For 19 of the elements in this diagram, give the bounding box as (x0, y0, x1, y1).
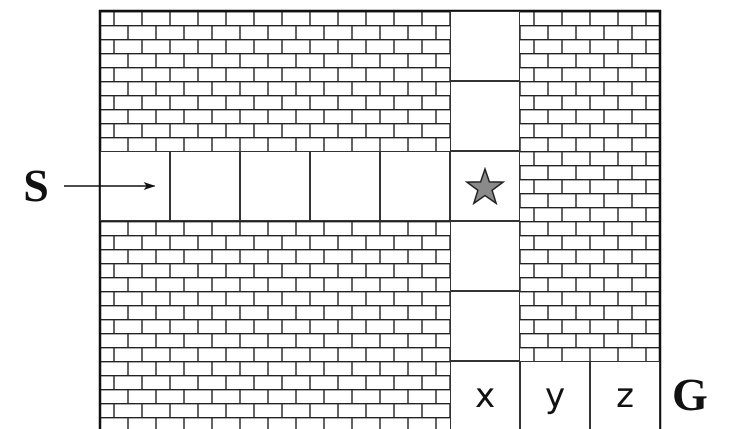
maze-cell (450, 11, 520, 81)
cell-label: x (474, 379, 496, 413)
cell-label: z (616, 379, 634, 413)
maze-cell (450, 361, 520, 429)
goal-label: G (672, 372, 708, 418)
maze-cell (310, 151, 380, 221)
maze-cell (450, 151, 520, 221)
maze-cell (450, 221, 520, 291)
cell-label: y (544, 379, 566, 413)
arrow (64, 182, 156, 190)
maze-cell (100, 151, 170, 221)
maze-cell (240, 151, 310, 221)
maze-cell (380, 151, 450, 221)
maze-cell (590, 361, 660, 429)
maze-cell (170, 151, 240, 221)
maze-cell (450, 291, 520, 361)
maze-cell (520, 361, 590, 429)
start-label: S (23, 163, 49, 209)
maze-cell (450, 81, 520, 151)
